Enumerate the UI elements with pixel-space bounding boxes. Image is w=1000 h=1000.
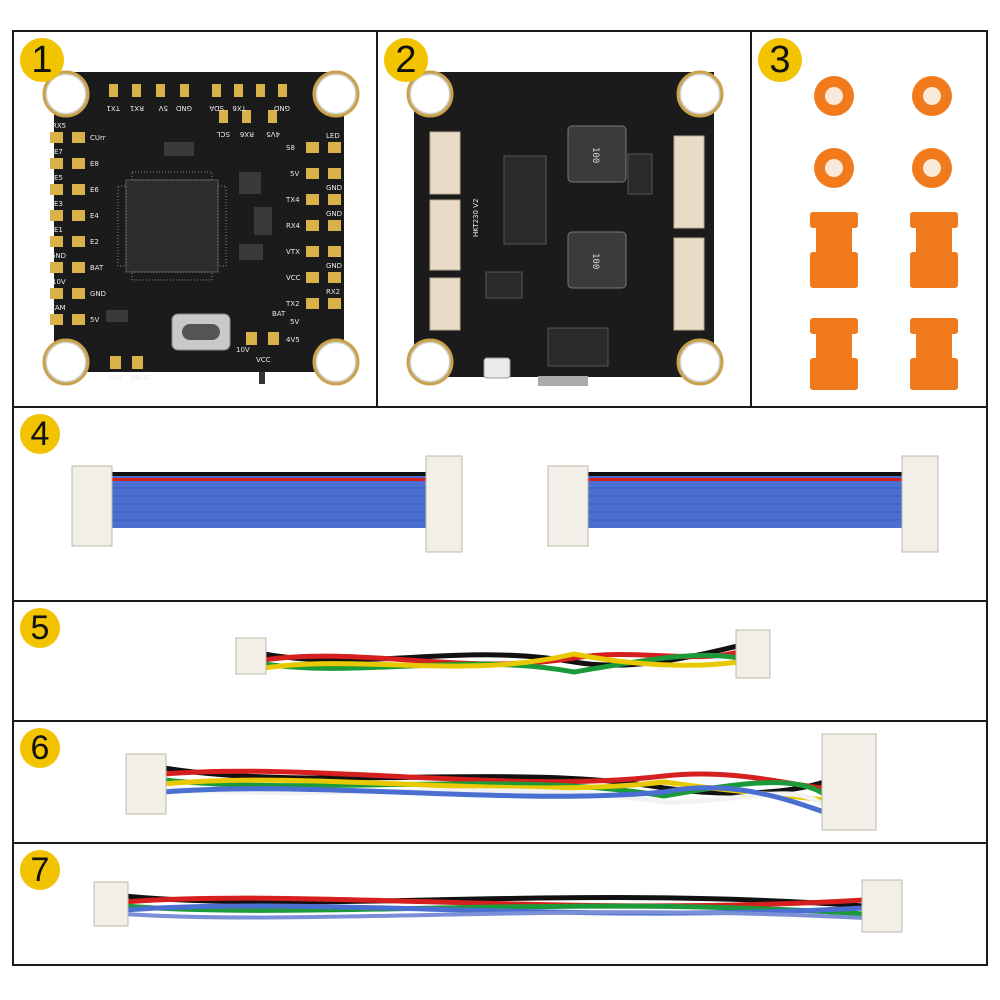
silk-label: SDA — [209, 104, 224, 112]
silk-label: E2 — [90, 238, 99, 246]
silk-label: GND — [50, 252, 66, 260]
silk-label: SW-G — [130, 374, 149, 382]
silicone-grommets-image — [810, 76, 958, 390]
silk-label: E5 — [54, 174, 63, 182]
silk-label: 5V — [290, 318, 299, 326]
silk-label: RX6 — [239, 130, 254, 138]
silk-label: 10V — [236, 346, 250, 354]
silk-label: SCL — [217, 130, 230, 138]
item-number-badge: 1 — [20, 38, 64, 82]
silk-label: RX5 — [52, 122, 66, 130]
flight-controller-board-image: TX1 RX1 5V GND SDA TX6 GND SCL RX6 4V5 R… — [42, 70, 360, 386]
item-1-panel: 1 — [12, 30, 378, 408]
item-5-panel: 5 — [12, 600, 988, 722]
twisted-cable-4pin-image — [235, 629, 771, 679]
silk-label: GND — [176, 104, 192, 112]
silk-label: BAT — [90, 264, 104, 272]
silk-label: RX2 — [326, 288, 340, 296]
silk-label: 5V — [290, 170, 299, 178]
item-number-badge: 7 — [20, 850, 60, 890]
ribbon-cables-image — [71, 455, 939, 553]
item-number-badge: 6 — [20, 728, 60, 768]
silk-label: S8 — [286, 144, 295, 152]
twisted-cable-6pin-image — [125, 733, 877, 831]
esc-board-image: 100 100 HKT230 V2 — [406, 70, 724, 386]
silk-label: TX4 — [285, 196, 300, 204]
silk-label: GND — [90, 290, 106, 298]
silk-label: CAM — [50, 304, 66, 312]
silk-label: BAT — [272, 310, 286, 318]
item-7-panel: 7 — [12, 842, 988, 966]
inductor-marking: 100 — [590, 147, 600, 163]
board-model-marking: HKT230 V2 — [472, 199, 480, 237]
silk-label: VCC — [286, 274, 301, 282]
silk-label: RX1 — [130, 104, 144, 112]
silk-label: E6 — [90, 186, 99, 194]
silk-label: TX1 — [106, 104, 121, 112]
silk-label: GND — [326, 262, 342, 270]
item-2-panel: 2 100 100 HKT230 V2 — [376, 30, 752, 408]
item-number-badge: 3 — [758, 38, 802, 82]
silk-label: 10V — [52, 278, 66, 286]
silk-label: E3 — [54, 200, 63, 208]
item-4-panel: 4 — [12, 406, 988, 602]
silk-label: 4V5 — [286, 336, 300, 344]
silk-label: VCC — [256, 356, 271, 364]
silk-label: GND — [326, 184, 342, 192]
silk-label: 10V — [108, 374, 122, 382]
silk-label: E8 — [90, 160, 99, 168]
silk-label: E7 — [54, 148, 63, 156]
silk-label: 4V5 — [266, 130, 280, 138]
silk-label: 5V — [159, 104, 168, 112]
silk-label: CUrr — [90, 134, 106, 142]
item-number-badge: 4 — [20, 414, 60, 454]
silk-label: VTX — [286, 248, 300, 256]
silk-label: GND — [326, 210, 342, 218]
silk-label: RX4 — [286, 222, 301, 230]
inductor-marking: 100 — [590, 253, 600, 269]
silk-label: E4 — [90, 212, 99, 220]
twisted-cable-5pin-image — [93, 879, 903, 933]
item-number-badge: 5 — [20, 608, 60, 648]
item-6-panel: 6 — [12, 720, 988, 844]
silk-label: TX2 — [285, 300, 300, 308]
item-3-panel: 3 — [750, 30, 988, 408]
silk-label: 5V — [90, 316, 99, 324]
silk-label: TX6 — [232, 104, 247, 112]
silk-label: LED — [326, 132, 340, 140]
silk-label: GND — [274, 104, 290, 112]
item-number-badge: 2 — [384, 38, 428, 82]
silk-label: E1 — [54, 226, 63, 234]
